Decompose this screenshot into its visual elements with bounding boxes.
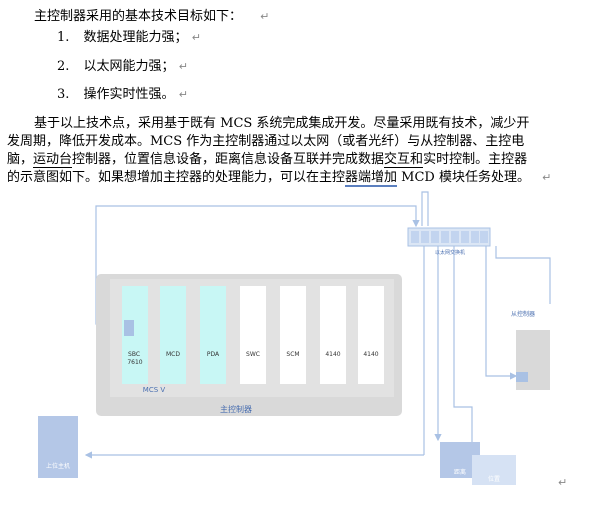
list-item: 3. 操作实时性强。 ↵ [57, 86, 188, 104]
paragraph-mark-icon: ↵ [260, 10, 270, 23]
module-label: 4140 [325, 351, 340, 358]
switch-port [451, 231, 459, 243]
module-label: SWC [246, 351, 260, 358]
module-label: 4140 [363, 351, 378, 358]
module-label: SBC 7610 [127, 351, 142, 366]
paragraph-text: 脑， [7, 152, 34, 167]
module-label-line: SBC [128, 351, 140, 358]
distance-device-label: 距离 [454, 468, 466, 476]
intro-label: 主控制器采用的基本技术目标如下： [34, 9, 243, 24]
module-label: SCM [286, 351, 299, 358]
underlined-text: 运动台 [33, 152, 73, 168]
list-number: 3. [57, 87, 70, 102]
paragraph-mark-icon: ↵ [178, 60, 188, 73]
paragraph-mark-icon: ↵ [542, 171, 552, 184]
host-computer-label: 上位主机 [46, 462, 70, 470]
list-item: 1. 数据处理能力强； ↵ [57, 29, 201, 47]
switch-port [431, 231, 439, 243]
list-number: 1. [57, 30, 70, 45]
paragraph-mark-icon: ↵ [178, 88, 188, 101]
ethernet-switch: 以太网交换机 [407, 227, 491, 256]
paragraph-text: MCD 模块任务处理。 [397, 170, 530, 185]
module-slot [200, 286, 226, 384]
module-slot [280, 286, 306, 384]
paragraph-mark-icon: ↵ [191, 31, 201, 44]
module-label: PDA [207, 351, 220, 358]
list-text: 数据处理能力强； [83, 30, 188, 45]
switch-port [471, 231, 479, 243]
position-device-label: 位置 [488, 475, 500, 483]
switch-port [411, 231, 419, 243]
paragraph-line: 脑，运动台控制器，位置信息设备，距离信息设备互联并完成数据交互和实时控制。主控器 [7, 151, 527, 169]
switch-port [461, 231, 469, 243]
paragraph-line: 发周期，降低开发成本。MCS 作为主控制器通过以太网（或者光纤）与从控制器、主控… [7, 133, 524, 151]
list-number: 2. [57, 59, 70, 74]
chassis-label: MCS V [143, 386, 166, 394]
module-slot [358, 286, 384, 384]
module-label-line: 7610 [127, 359, 142, 366]
switch-port [441, 231, 449, 243]
position-device-box [472, 455, 516, 485]
list-text: 操作实时性强。 [83, 87, 175, 102]
underlined-text: 交互和 [384, 152, 424, 168]
slave-port [516, 372, 528, 382]
module-label: MCD [166, 351, 180, 358]
paragraph-line: 的示意图如下。如果想增加主控器的处理能力，可以在主控器端增加 MCD 模块任务处… [7, 169, 551, 187]
module-slot [320, 286, 346, 384]
module-slot [240, 286, 266, 384]
module-slot [160, 286, 186, 384]
paragraph-text: 发周期，降低开发成本。MCS 作为主控制器通过以太网（或者光纤）与从控制器、主控… [7, 134, 525, 149]
host-computer-box [38, 416, 78, 478]
underlined-text: 器端增加 [345, 170, 398, 187]
switch-port [480, 231, 488, 243]
list-item: 2. 以太网能力强； ↵ [57, 58, 188, 76]
paragraph-line: 基于以上技术点，采用基于既有 MCS 系统完成集成开发。尽量采用既有技术，减少开 [34, 115, 529, 133]
list-text: 以太网能力强； [83, 59, 175, 74]
paragraph-text: 的示意图如下。如果想增加主控器的处理能力，可以在主控 [7, 170, 346, 185]
module-slots [122, 286, 384, 384]
switch-label: 以太网交换机 [435, 249, 465, 256]
main-controller-label: 主控制器 [220, 404, 252, 414]
ethernet-port [124, 320, 134, 336]
switch-port [421, 231, 429, 243]
paragraph-text: 实时控制。主控器 [423, 152, 528, 167]
paragraph-mark-icon: ↵ [558, 476, 568, 489]
paragraph-text: 基于以上技术点，采用基于既有 MCS 系统完成集成开发。尽量采用既有技术，减少开 [34, 116, 530, 131]
paragraph-text: 控制器，位置信息设备，距离信息设备互联并完成数据 [72, 152, 385, 167]
slave-controller-label: 从控制器 [511, 310, 535, 318]
intro-text: 主控制器采用的基本技术目标如下： ↵ [34, 8, 269, 26]
